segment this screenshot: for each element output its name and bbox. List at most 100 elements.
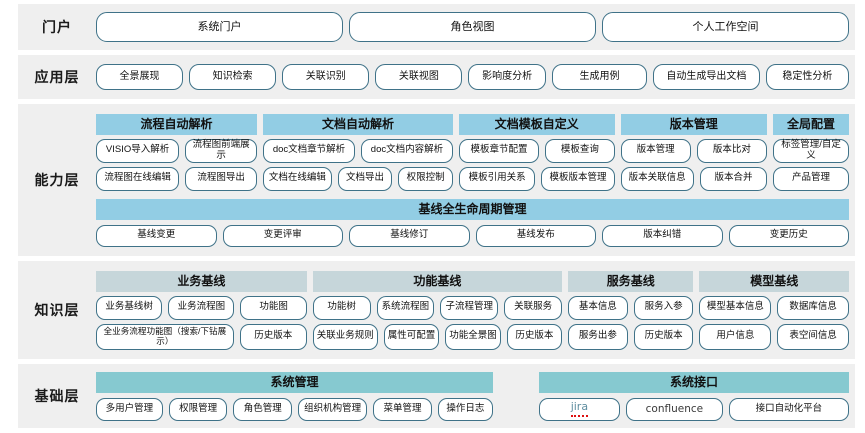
- base-item-org-structure-mgmt[interactable]: 组织机构管理: [298, 397, 368, 421]
- know-item-tablespace-info[interactable]: 表空间信息: [777, 323, 850, 350]
- lifecycle-item-change-review[interactable]: 变更评审: [222, 224, 343, 247]
- know-item-basic-info[interactable]: 基本信息: [567, 295, 628, 320]
- base-group-system-management: 系统管理 多用户管理 权限管理 角色管理 组织机构管理 菜单管理 操作日志: [96, 371, 493, 421]
- cap-item-template-chapter-config[interactable]: 模板章节配置: [458, 138, 540, 163]
- app-item-panorama[interactable]: 全景展现: [96, 64, 184, 90]
- app-item-generate-case[interactable]: 生成用例: [551, 64, 647, 90]
- capability-group-row: 模板引用关系 模板版本管理: [458, 166, 615, 191]
- capability-group-row: 产品管理: [773, 166, 849, 191]
- know-item-database-info[interactable]: 数据库信息: [777, 295, 850, 320]
- know-item-related-service[interactable]: 关联服务: [504, 295, 562, 320]
- app-item-relation-view[interactable]: 关联视图: [375, 64, 463, 90]
- capability-group-global-config: 全局配置 标签管理/自定义 产品管理: [773, 113, 849, 191]
- portal-item-system-portal[interactable]: 系统门户: [96, 12, 343, 42]
- base-item-confluence[interactable]: confluence: [625, 397, 723, 421]
- cap-item-doc-chapter-parse[interactable]: doc文档章节解析: [263, 138, 355, 163]
- cap-item-doc-online-edit[interactable]: 文档在线编辑: [263, 166, 332, 191]
- know-item-attribute-configurable[interactable]: 属性可配置: [383, 323, 440, 350]
- cap-item-template-query[interactable]: 模板查询: [545, 138, 615, 163]
- capability-group-row: 版本关联信息 版本合并: [620, 166, 768, 191]
- lifecycle-row: 基线变更 变更评审 基线修订 基线发布 版本纠错 变更历史: [96, 224, 849, 247]
- app-item-impact-analysis[interactable]: 影响度分析: [468, 64, 546, 90]
- cap-item-flowchart-frontend-display[interactable]: 流程图前端展示: [185, 138, 257, 163]
- lifecycle-item-version-correction[interactable]: 版本纠错: [602, 224, 723, 247]
- capability-group-doc-parsing: 文档自动解析 doc文档章节解析 doc文档内容解析 文档在线编辑 文档导出 权…: [263, 113, 453, 191]
- base-item-operation-log[interactable]: 操作日志: [437, 397, 493, 421]
- base-item-multi-user-mgmt[interactable]: 多用户管理: [96, 397, 163, 421]
- cap-item-product-mgmt[interactable]: 产品管理: [773, 166, 849, 191]
- layer-label-base: 基础层: [34, 388, 80, 404]
- know-item-system-flowchart[interactable]: 系统流程图: [376, 295, 435, 320]
- base-item-api-automation-platform[interactable]: 接口自动化平台: [728, 397, 849, 421]
- know-item-user-info[interactable]: 用户信息: [699, 323, 772, 350]
- capability-group-header: 流程自动解析: [96, 113, 257, 135]
- know-item-full-business-flow-function-chart[interactable]: 全业务流程功能图（搜索/下钻展示）: [96, 323, 234, 350]
- app-item-stability-analysis[interactable]: 稳定性分析: [765, 64, 849, 90]
- know-item-history-version[interactable]: 历史版本: [239, 323, 307, 350]
- know-item-function-chart[interactable]: 功能图: [240, 295, 307, 320]
- portal-item-role-view[interactable]: 角色视图: [349, 12, 596, 42]
- cap-item-visio-import-parse[interactable]: VISIO导入解析: [96, 138, 180, 163]
- knowledge-group-service-baseline: 服务基线 基本信息 服务入参 服务出参 历史版本: [567, 270, 694, 350]
- lifecycle-item-baseline-release[interactable]: 基线发布: [475, 224, 596, 247]
- capability-group-row: VISIO导入解析 流程图前端展示: [96, 138, 257, 163]
- know-item-history-version[interactable]: 历史版本: [633, 323, 694, 350]
- base-group-row: 多用户管理 权限管理 角色管理 组织机构管理 菜单管理 操作日志: [96, 397, 493, 421]
- layer-label-application: 应用层: [34, 69, 80, 85]
- base-group-row: jira confluence 接口自动化平台: [538, 397, 849, 421]
- layer-band-knowledge: 知识层 业务基线 业务基线树 业务流程图 功能图 全业务流程功能图（搜索/下钻展…: [18, 261, 855, 359]
- capability-group-row: doc文档章节解析 doc文档内容解析: [263, 138, 453, 163]
- capability-group-row: 文档在线编辑 文档导出 权限控制: [263, 166, 453, 191]
- base-item-role-mgmt[interactable]: 角色管理: [233, 397, 293, 421]
- cap-item-tag-mgmt-custom[interactable]: 标签管理/自定义: [773, 138, 849, 163]
- base-item-jira[interactable]: jira: [538, 397, 620, 421]
- app-item-relation-recognition[interactable]: 关联识别: [282, 64, 370, 90]
- cap-item-version-compare[interactable]: 版本比对: [696, 138, 768, 163]
- cap-item-permission-control[interactable]: 权限控制: [398, 166, 453, 191]
- know-item-service-output-param[interactable]: 服务出参: [567, 323, 628, 350]
- portal-item-personal-workspace[interactable]: 个人工作空间: [602, 12, 849, 42]
- cap-item-version-relation-info[interactable]: 版本关联信息: [620, 166, 694, 191]
- app-item-knowledge-search[interactable]: 知识检索: [189, 64, 277, 90]
- lifecycle-item-baseline-revision[interactable]: 基线修订: [349, 224, 470, 247]
- cap-item-flowchart-export[interactable]: 流程图导出: [185, 166, 257, 191]
- layer-label-capability: 能力层: [34, 172, 80, 188]
- layer-label-knowledge: 知识层: [34, 302, 80, 318]
- know-item-model-basic-info[interactable]: 模型基本信息: [699, 295, 772, 320]
- layer-body-portal: 系统门户 角色视图 个人工作空间: [96, 12, 855, 42]
- cap-item-version-management[interactable]: 版本管理: [620, 138, 691, 163]
- know-item-business-baseline-tree[interactable]: 业务基线树: [96, 295, 163, 320]
- cap-item-doc-content-parse[interactable]: doc文档内容解析: [360, 138, 453, 163]
- know-item-business-flowchart[interactable]: 业务流程图: [168, 295, 235, 320]
- layer-band-application: 应用层 全景展现 知识检索 关联识别 关联视图 影响度分析 生成用例 自动生成导…: [18, 55, 855, 99]
- know-item-service-input-param[interactable]: 服务入参: [633, 295, 694, 320]
- lifecycle-item-baseline-change[interactable]: 基线变更: [96, 224, 217, 247]
- cap-item-flowchart-online-edit[interactable]: 流程图在线编辑: [96, 166, 180, 191]
- base-group-header: 系统接口: [538, 371, 849, 393]
- knowledge-group-row: 用户信息 表空间信息: [699, 323, 850, 350]
- know-item-function-panorama[interactable]: 功能全景图: [445, 323, 501, 350]
- lifecycle-item-change-history[interactable]: 变更历史: [728, 224, 849, 247]
- know-item-history-version[interactable]: 历史版本: [506, 323, 562, 350]
- base-item-menu-mgmt[interactable]: 菜单管理: [373, 397, 432, 421]
- layer-body-knowledge: 业务基线 业务基线树 业务流程图 功能图 全业务流程功能图（搜索/下钻展示） 历…: [96, 270, 855, 350]
- know-item-related-business-rules[interactable]: 关联业务规则: [312, 323, 378, 350]
- knowledge-group-header: 模型基线: [699, 270, 849, 292]
- know-item-subprocess-mgmt[interactable]: 子流程管理: [440, 295, 499, 320]
- cap-item-template-reference[interactable]: 模板引用关系: [458, 166, 536, 191]
- base-groups: 系统管理 多用户管理 权限管理 角色管理 组织机构管理 菜单管理 操作日志 系统…: [96, 371, 849, 421]
- knowledge-group-header: 服务基线: [567, 270, 694, 292]
- confluence-label: confluence: [645, 402, 704, 415]
- know-item-function-tree[interactable]: 功能树: [312, 295, 371, 320]
- knowledge-groups: 业务基线 业务基线树 业务流程图 功能图 全业务流程功能图（搜索/下钻展示） 历…: [96, 270, 850, 350]
- capability-group-process-parsing: 流程自动解析 VISIO导入解析 流程图前端展示 流程图在线编辑 流程图导出: [96, 113, 257, 191]
- cap-item-doc-export[interactable]: 文档导出: [337, 166, 393, 191]
- capability-group-header: 全局配置: [773, 113, 849, 135]
- knowledge-group-business-baseline: 业务基线 业务基线树 业务流程图 功能图 全业务流程功能图（搜索/下钻展示） 历…: [96, 270, 307, 350]
- knowledge-group-header: 业务基线: [96, 270, 307, 292]
- cap-item-template-version-mgmt[interactable]: 模板版本管理: [541, 166, 615, 191]
- base-item-permission-mgmt[interactable]: 权限管理: [168, 397, 228, 421]
- cap-item-version-merge[interactable]: 版本合并: [699, 166, 768, 191]
- app-item-auto-export-doc[interactable]: 自动生成导出文档: [652, 64, 760, 90]
- portal-row: 系统门户 角色视图 个人工作空间: [96, 12, 849, 42]
